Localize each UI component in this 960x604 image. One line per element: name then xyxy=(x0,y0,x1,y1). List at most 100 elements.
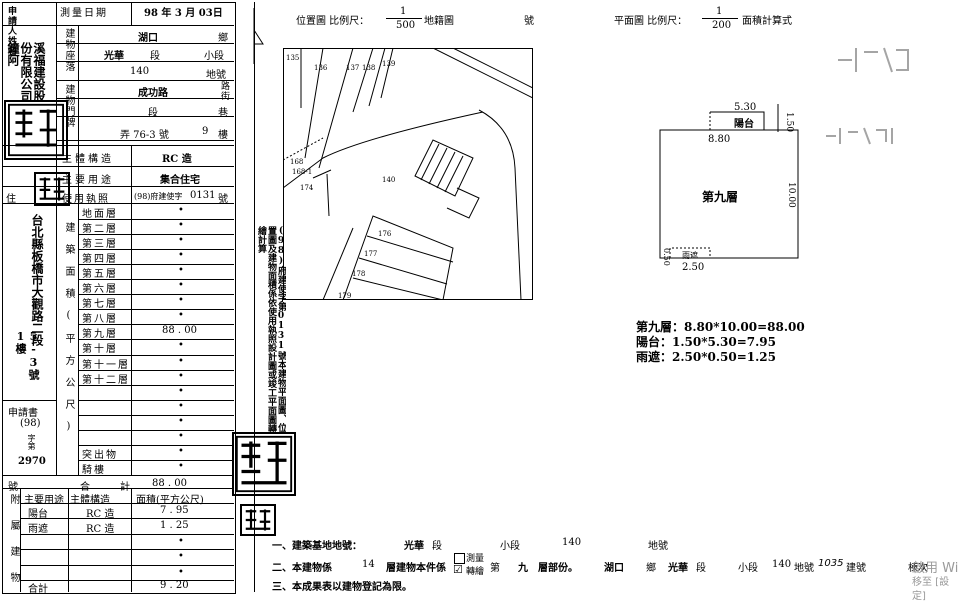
floor-row-divider xyxy=(78,249,234,251)
annex-area: 7 . 95 xyxy=(160,505,189,516)
os-activation-watermark: 啟用 Wi 移至 [設定] xyxy=(912,562,960,604)
lot-number: 177 xyxy=(364,250,378,258)
lot-number: 178 xyxy=(352,270,366,278)
floor-name: 第九層 xyxy=(82,329,118,341)
site-plan-scale-num: 1 xyxy=(400,6,407,17)
floor-area: • xyxy=(178,310,184,322)
applicant-name: 溪福建設股份有限公司鐘阿 xyxy=(6,42,56,102)
annex-row-divider xyxy=(20,533,234,535)
note-2-mid: 層建物本件係 xyxy=(386,563,446,574)
floor-area: • xyxy=(178,235,184,247)
watermark-line-2: 移至 [設定] xyxy=(912,577,950,602)
note-2-end: 棟次 xyxy=(908,563,928,574)
floor-name: 第八層 xyxy=(82,314,118,326)
lot-number: 137 xyxy=(346,64,360,72)
surveyor-seal-stamp xyxy=(232,432,296,496)
floor-row-divider xyxy=(78,294,234,296)
note-2-opt1: 測量 xyxy=(466,554,485,564)
dim-balcony-width: 8.80 xyxy=(708,134,731,145)
note-1-lot: 140 xyxy=(562,537,582,548)
applicant-seal-stamp xyxy=(4,100,68,160)
fold-arrow-icon xyxy=(253,8,264,64)
floor-plan-scale-num: 1 xyxy=(716,6,723,17)
note-2-build-no: 1035 xyxy=(818,558,844,569)
floor-plan-suffix: 面積計算式 xyxy=(742,16,792,27)
lot-number: 140 xyxy=(382,176,396,184)
floor-name: 第十層 xyxy=(82,344,118,356)
door-road: 成功路 xyxy=(138,88,168,99)
note-2-prefix: 二、本建物係 xyxy=(272,563,332,574)
main-use-label: 主要用途 xyxy=(62,175,114,186)
floor-area: • xyxy=(178,265,184,277)
lot-number: 136 xyxy=(314,64,328,72)
floor-name: 第五層 xyxy=(82,269,118,281)
floor-row-divider xyxy=(78,354,234,356)
calc-line: 陽台：1.50*5.30=7.95 xyxy=(636,335,777,349)
annex-header: 主要用途 xyxy=(24,495,64,506)
main-use-value: 集合住宅 xyxy=(160,175,200,186)
address-label: 住 xyxy=(6,194,16,205)
floor-name: 第七層 xyxy=(82,299,118,311)
annex-row-divider xyxy=(20,503,234,504)
note-2-floor: 九 xyxy=(518,563,528,574)
annex-area: • xyxy=(178,566,184,578)
note-1-lot-suffix: 地號 xyxy=(648,541,668,552)
note-2-floors: 14 xyxy=(362,559,375,570)
door-floor-suffix: 樓 xyxy=(218,130,228,141)
survey-date-value: 98 年 3 月 03日 xyxy=(144,8,223,19)
floor-row-divider xyxy=(78,444,234,446)
floor-plan-scale-den: 200 xyxy=(712,20,732,31)
note-2-town: 湖口 xyxy=(604,563,624,574)
note-2-town-suffix: 鄉 xyxy=(646,563,656,574)
note-2-build-suffix: 建號 xyxy=(846,563,866,574)
annex-structure: RC 造 xyxy=(86,524,115,536)
floor-area: • xyxy=(178,370,184,382)
survey-date-label: 測量日期 xyxy=(60,8,108,19)
lot-number: 168-1 xyxy=(292,168,313,176)
main-structure-label: 主體構造 xyxy=(62,154,114,165)
note-3: 三、本成果表以建物登記為限。 xyxy=(272,582,412,593)
floor-area: • xyxy=(178,295,184,307)
survey-checkbox[interactable] xyxy=(454,553,465,564)
floor-name: 騎樓 xyxy=(82,464,106,476)
note-1-section-suffix: 段 xyxy=(432,541,442,552)
floor-row-divider xyxy=(78,429,234,431)
floor-area: • xyxy=(178,385,184,397)
floor-name: 地面層 xyxy=(82,209,118,220)
floor-area: • xyxy=(178,400,184,412)
total-value: 88 . 00 xyxy=(152,478,187,489)
site-map xyxy=(283,48,533,300)
transfer-checkbox[interactable]: ☑ xyxy=(453,563,463,576)
annex-total-value: 9 . 20 xyxy=(160,580,189,591)
site-plan-no-label: 號 xyxy=(524,16,534,27)
floor-name: 第十一層 xyxy=(82,359,130,371)
floor-plan-drawing xyxy=(659,104,799,259)
floor-row-divider xyxy=(78,474,234,476)
location-label: 建物座落 xyxy=(63,28,74,72)
fold-line xyxy=(254,2,255,592)
annex-use: 雨遮 xyxy=(28,524,48,536)
lot-number: 174 xyxy=(300,184,314,192)
small-surveyor-seal-stamp xyxy=(240,504,276,536)
applicant-name-text: 溪福建設股份有限公司鐘阿 xyxy=(6,42,46,102)
area-section-label: 建築面積(平方公尺) xyxy=(63,222,74,444)
floor-name: 突出物 xyxy=(82,449,118,461)
door-floor: 9 xyxy=(202,126,209,137)
lot-number: 179 xyxy=(338,292,352,300)
door-road-suffix: 路街 xyxy=(219,81,229,101)
note-2-after2: 層部份。 xyxy=(538,563,578,574)
location-lot-no: 140 xyxy=(130,66,150,77)
location-section: 光華 xyxy=(104,51,124,62)
application-word: 字第 xyxy=(27,434,36,450)
lot-number: 176 xyxy=(378,230,392,238)
floor-row-divider xyxy=(78,414,234,416)
note-2-opt2: 轉繪 xyxy=(466,567,485,577)
note-2-sub: 小段 xyxy=(738,563,758,574)
use-permit-suffix: 號 xyxy=(218,194,228,205)
note-2-lot: 140 xyxy=(772,559,792,570)
location-town: 湖口 xyxy=(138,33,158,44)
annex-header: 主體構造 xyxy=(70,495,110,506)
use-permit-prefix: (98)府建使字 xyxy=(134,192,183,201)
annex-area: • xyxy=(178,551,184,563)
floor-area: • xyxy=(178,340,184,352)
